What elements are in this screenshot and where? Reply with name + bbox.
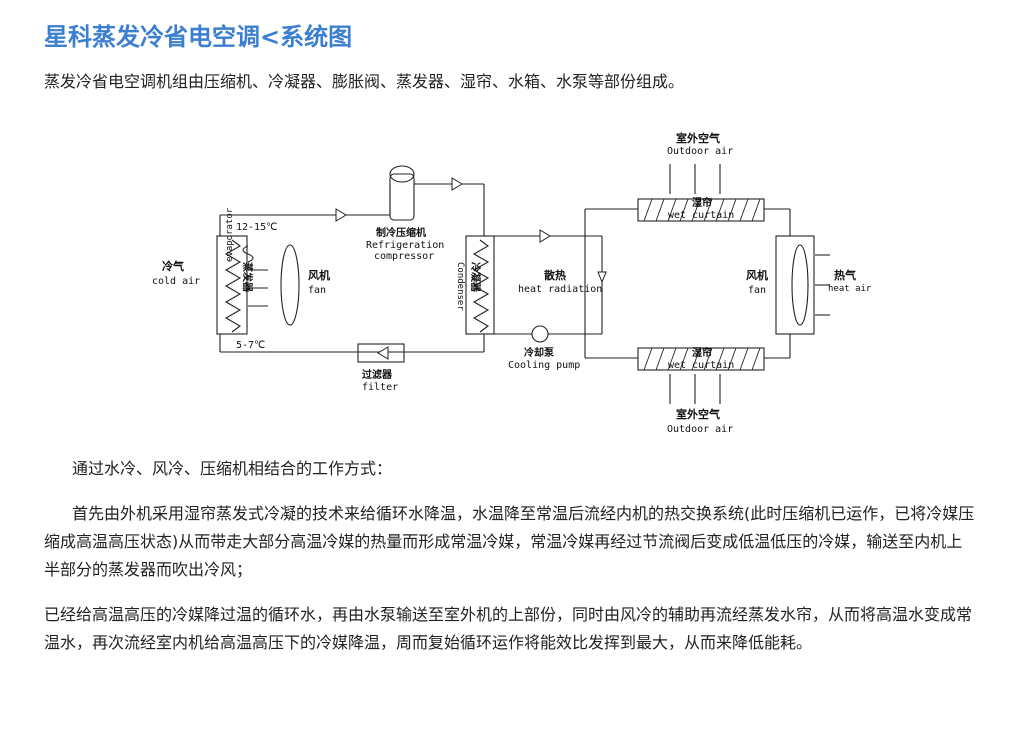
wet-curtain-top bbox=[637, 198, 765, 222]
evaporator-coil bbox=[224, 239, 242, 333]
compressor-top bbox=[389, 165, 415, 183]
fan-right-icon bbox=[791, 244, 809, 326]
process-paragraph-1: 首先由外机采用湿帘蒸发式冷凝的技术来给循环水降温，水温降至常温后流经内机的热交换… bbox=[44, 504, 975, 579]
curtain-bottom-zh: 湿帘 bbox=[692, 346, 712, 359]
fan-right-zh: 风机 bbox=[746, 268, 768, 282]
wet-curtain-bottom bbox=[637, 347, 765, 371]
condenser-box bbox=[465, 235, 495, 335]
evaporator-en: evaporator bbox=[225, 207, 235, 262]
evaporator-box bbox=[216, 235, 248, 335]
flow-arrow-4 bbox=[597, 271, 607, 284]
flow-arrow-filter bbox=[377, 346, 389, 360]
page-title: 星科蒸发冷省电空调<系统图 bbox=[44, 23, 353, 51]
flow-arrow-3 bbox=[539, 229, 551, 243]
hot-air-zh: 热气 bbox=[834, 268, 856, 282]
system-diagram: 室外空气 Outdoor air 12-15℃ 5-7℃ 冷气 cold air… bbox=[152, 131, 872, 435]
fan-right-box bbox=[775, 235, 815, 335]
condenser-coil bbox=[472, 239, 490, 333]
filter-en: filter bbox=[362, 382, 398, 393]
curtain-bottom-en: wet curtain bbox=[668, 360, 734, 371]
filter-box bbox=[357, 343, 405, 363]
outdoor-top-en: Outdoor air bbox=[667, 146, 733, 157]
temp-low: 5-7℃ bbox=[236, 340, 265, 351]
working-mode-paragraph: 通过水冷、风冷、压缩机相结合的工作方式： bbox=[72, 459, 393, 478]
outdoor-top-zh: 室外空气 bbox=[676, 131, 720, 145]
curtain-top-en: wet curtain bbox=[668, 210, 734, 221]
evaporator-zh: 蒸发器 bbox=[241, 262, 254, 293]
condenser-zh: 冷凝器 bbox=[469, 262, 482, 293]
wet-curtain-bottom-hatch bbox=[643, 347, 761, 371]
curtain-top-zh: 湿帘 bbox=[692, 196, 712, 209]
heat-radiation-en: heat radiation bbox=[518, 284, 602, 295]
outdoor-bottom-en: Outdoor air bbox=[667, 424, 733, 435]
compressor-zh: 制冷压缩机 bbox=[376, 226, 426, 239]
compressor-body bbox=[389, 173, 415, 221]
wet-curtain-top-hatch bbox=[643, 198, 761, 222]
compressor-en1: Refrigeration bbox=[366, 240, 444, 251]
filter-zh: 过滤器 bbox=[362, 368, 393, 381]
condenser-en: Condenser bbox=[455, 262, 465, 311]
outdoor-bottom-zh: 室外空气 bbox=[676, 407, 720, 421]
fan-left-zh: 风机 bbox=[308, 268, 330, 282]
cold-label-en: cold air bbox=[152, 276, 200, 287]
cold-air-arrow-2 bbox=[248, 287, 268, 307]
cold-air-arrow-1 bbox=[242, 245, 268, 271]
fan-left-en: fan bbox=[308, 285, 326, 296]
temp-high: 12-15℃ bbox=[236, 222, 277, 233]
cooling-pump-icon bbox=[531, 325, 549, 343]
fan-right-en: fan bbox=[748, 285, 766, 296]
process-paragraph-2: 已经给高温高压的冷媒降过温的循环水，再由水泵输送至室外机的上部份，同时由风冷的辅… bbox=[44, 605, 973, 652]
flow-arrow-1 bbox=[335, 208, 347, 222]
heat-radiation-zh: 散热 bbox=[544, 268, 566, 282]
fan-left-icon bbox=[280, 244, 300, 326]
pump-en: Cooling pump bbox=[508, 360, 580, 371]
compressor-en2: compressor bbox=[374, 251, 434, 262]
hot-air-en: heat air bbox=[828, 284, 872, 294]
intro-paragraph: 蒸发冷省电空调机组由压缩机、冷凝器、膨胀阀、蒸发器、湿帘、水箱、水泵等部份组成。 bbox=[44, 72, 685, 91]
cold-label-zh: 冷气 bbox=[162, 259, 184, 273]
pump-zh: 冷却泵 bbox=[524, 346, 555, 359]
flow-arrow-2 bbox=[451, 177, 463, 191]
